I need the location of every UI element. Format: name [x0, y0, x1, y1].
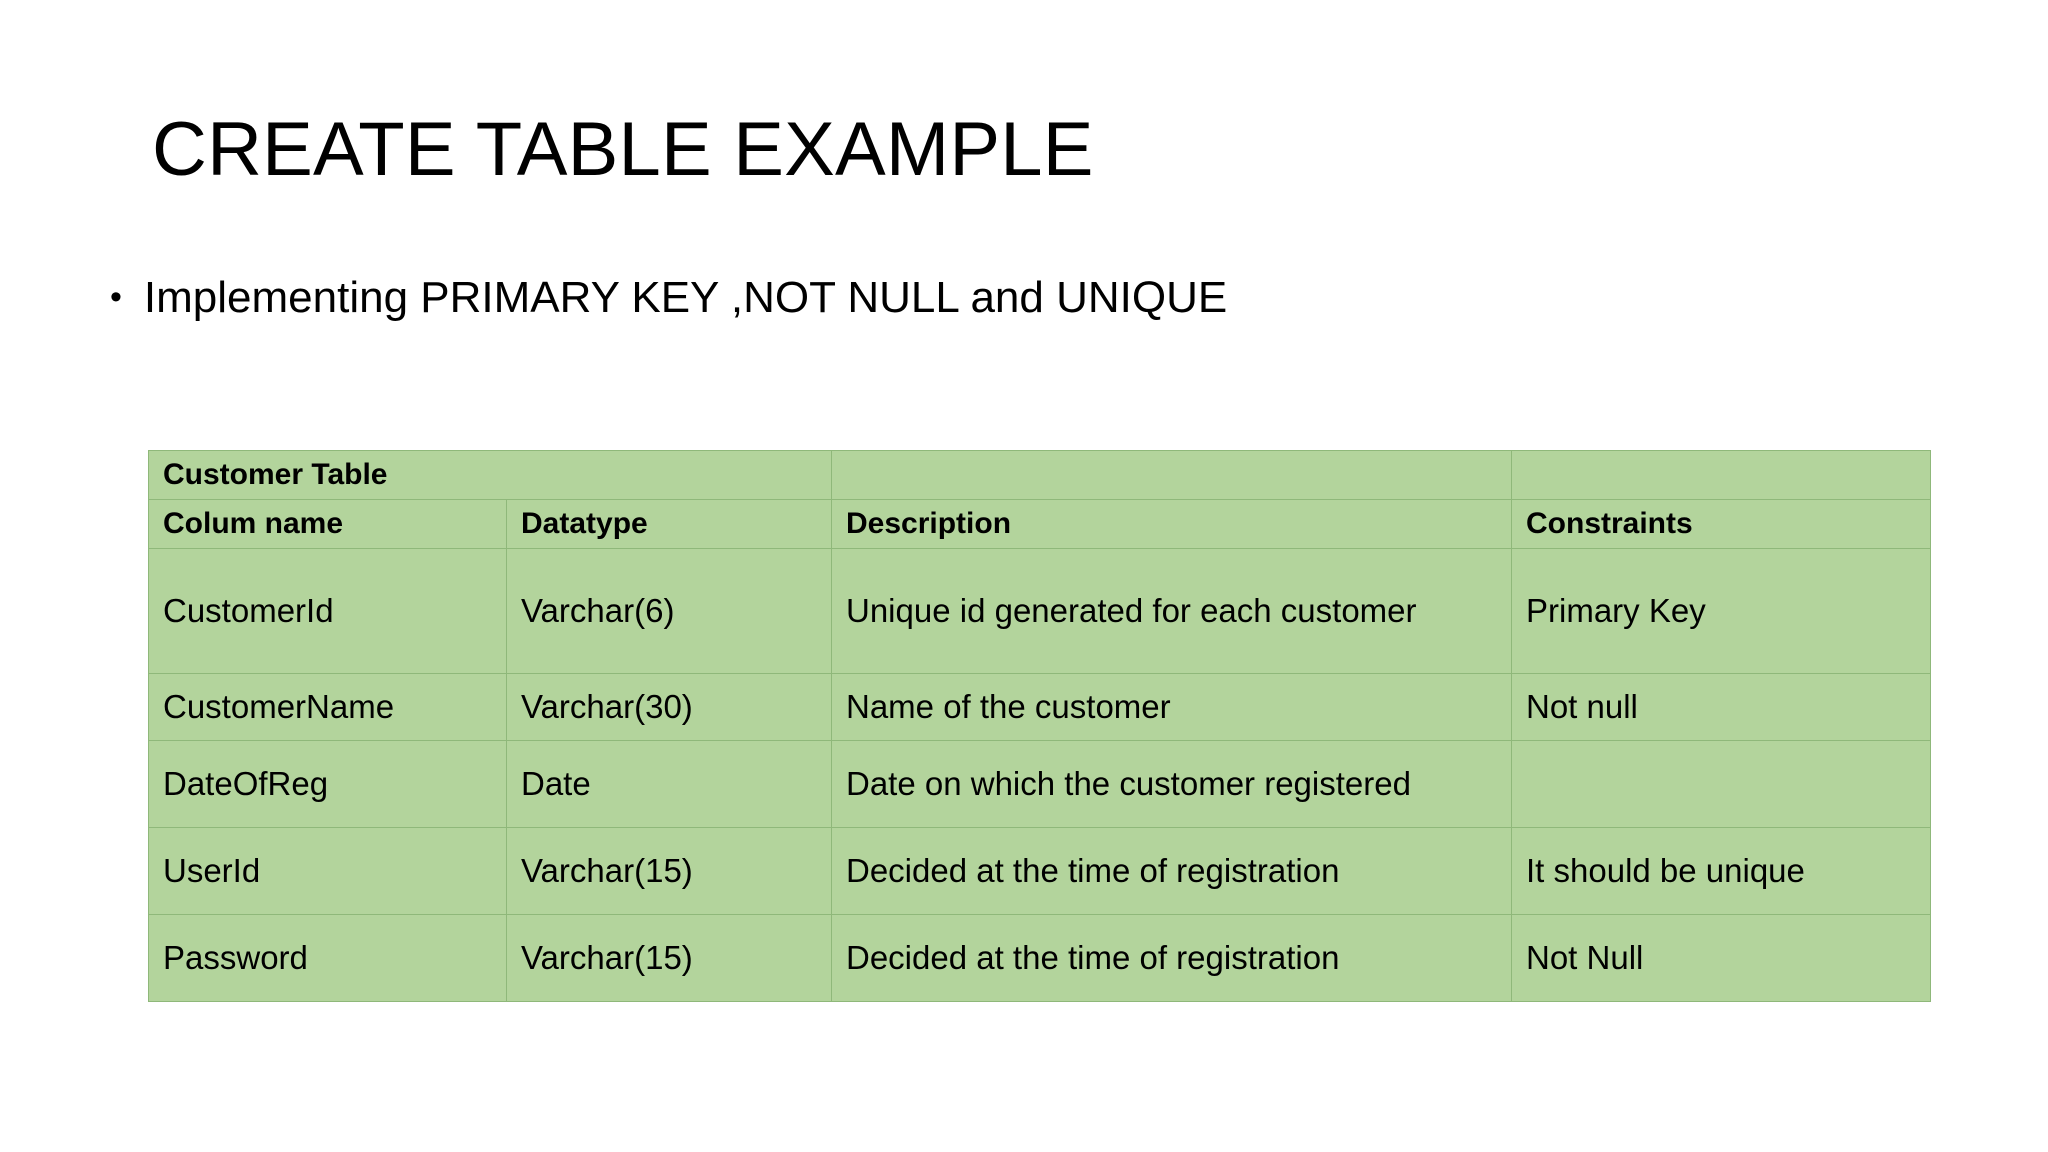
- cell-description: Decided at the time of registration: [831, 914, 1512, 1002]
- cell-datatype: Date: [506, 740, 832, 828]
- cell-description: Decided at the time of registration: [831, 827, 1512, 915]
- table-header-column-name: Colum name: [148, 499, 507, 549]
- cell-datatype: Varchar(6): [506, 548, 832, 674]
- page-title: CREATE TABLE EXAMPLE: [152, 107, 1094, 192]
- table-caption-pad-cell-1: [831, 450, 1512, 500]
- customer-table-container: Customer Table Colum name Datatype Descr…: [148, 450, 1931, 1002]
- table-row: CustomerName Varchar(30) Name of the cus…: [148, 673, 1931, 741]
- table-header-row: Colum name Datatype Description Constrai…: [148, 499, 1931, 549]
- cell-constraints: Primary Key: [1511, 548, 1931, 674]
- cell-column-name: UserId: [148, 827, 507, 915]
- table-caption-pad-cell-2: [1511, 450, 1931, 500]
- cell-constraints: Not null: [1511, 673, 1931, 741]
- cell-description: Name of the customer: [831, 673, 1512, 741]
- cell-constraints: It should be unique: [1511, 827, 1931, 915]
- table-row: Password Varchar(15) Decided at the time…: [148, 914, 1931, 1002]
- bullet-item-label: Implementing PRIMARY KEY ,NOT NULL and U…: [143, 273, 1228, 322]
- cell-datatype: Varchar(30): [506, 673, 832, 741]
- cell-description: Date on which the customer registered: [831, 740, 1512, 828]
- cell-constraints: Not Null: [1511, 914, 1931, 1002]
- bullet-point-icon: •: [110, 278, 122, 316]
- cell-datatype: Varchar(15): [506, 914, 832, 1002]
- cell-column-name: CustomerId: [148, 548, 507, 674]
- table-header-datatype: Datatype: [506, 499, 832, 549]
- cell-column-name: Password: [148, 914, 507, 1002]
- table-caption-row: Customer Table: [148, 450, 1931, 500]
- table-row: DateOfReg Date Date on which the custome…: [148, 740, 1931, 828]
- cell-description: Unique id generated for each customer: [831, 548, 1512, 674]
- customer-table: Customer Table Colum name Datatype Descr…: [148, 450, 1931, 1002]
- cell-column-name: CustomerName: [148, 673, 507, 741]
- cell-datatype: Varchar(15): [506, 827, 832, 915]
- cell-constraints: [1511, 740, 1931, 828]
- table-row: UserId Varchar(15) Decided at the time o…: [148, 827, 1931, 915]
- bullet-list-item: • Implementing PRIMARY KEY ,NOT NULL and…: [110, 272, 1910, 325]
- table-header-description: Description: [831, 499, 1512, 549]
- table-row: CustomerId Varchar(6) Unique id generate…: [148, 548, 1931, 674]
- cell-column-name: DateOfReg: [148, 740, 507, 828]
- table-caption-cell: Customer Table: [148, 450, 832, 500]
- table-header-constraints: Constraints: [1511, 499, 1931, 549]
